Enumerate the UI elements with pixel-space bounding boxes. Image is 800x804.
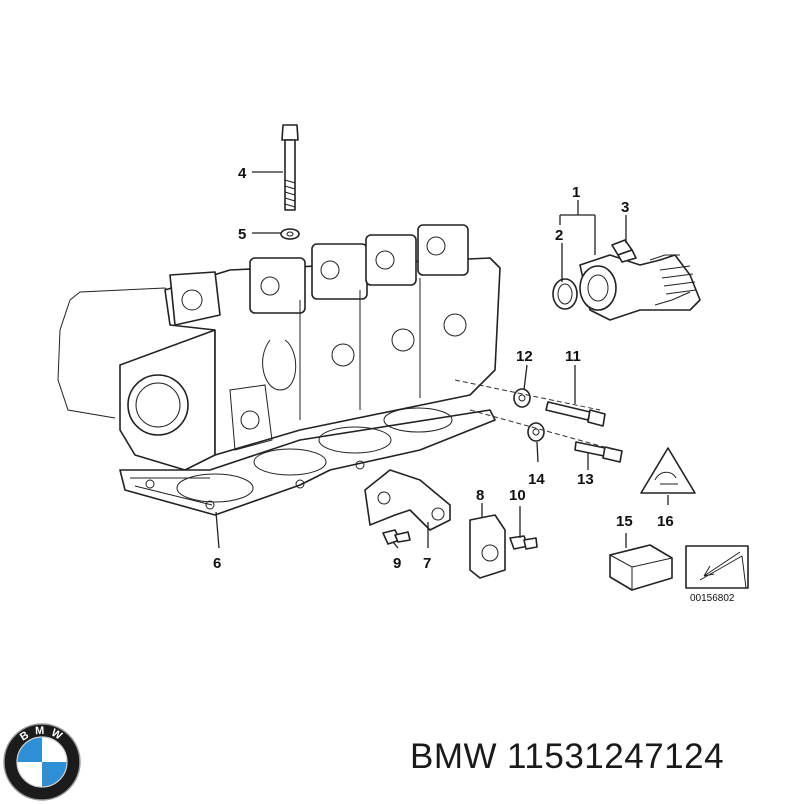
callout-15: 15	[616, 513, 633, 530]
callout-12: 12	[516, 348, 533, 365]
callout-7: 7	[423, 555, 431, 572]
temperature-sender	[545, 401, 606, 427]
head-bolt	[281, 124, 299, 211]
part-number: 11531247124	[507, 737, 725, 776]
callout-16: 16	[657, 513, 674, 530]
callout-13: 13	[577, 471, 594, 488]
warning-triangle-icon	[640, 447, 696, 494]
callout-9: 9	[393, 555, 401, 572]
logo-letter-w: W	[49, 727, 66, 744]
brand-name: BMW	[410, 737, 498, 776]
callout-10: 10	[509, 487, 526, 504]
reference-box	[685, 545, 749, 589]
cylinder-head	[57, 224, 501, 471]
callout-5: 5	[238, 226, 246, 243]
callout-11: 11	[565, 348, 581, 365]
callout-8: 8	[476, 487, 484, 504]
lifting-eye	[469, 514, 506, 579]
coolant-flange	[579, 254, 701, 321]
callout-14: 14	[528, 471, 545, 488]
callout-6: 6	[213, 555, 221, 572]
seal-ring-upper	[513, 388, 531, 408]
exploded-parts-diagram: 1 2 3 4 5 6 7 8 9 10 11 12 13 14 15 16 0…	[57, 124, 749, 604]
callout-labels: 1 2 3 4 5 6 7 8 9 10 11 12 13 14 15 16 0…	[213, 165, 735, 604]
head-gasket	[119, 407, 496, 516]
leader-lines	[215, 171, 669, 549]
callout-4: 4	[238, 165, 247, 182]
bracket-bolt	[382, 529, 411, 545]
flange-bolt	[611, 239, 637, 263]
callout-3: 3	[621, 199, 629, 216]
temperature-sensor	[574, 441, 623, 463]
lifting-eye-bolt	[509, 535, 538, 550]
callout-2: 2	[555, 227, 563, 244]
reference-code: 00156802	[690, 593, 735, 604]
o-ring	[552, 278, 578, 310]
engine-bracket	[364, 469, 451, 531]
logo-letter-m: M	[35, 725, 47, 737]
callout-1: 1	[572, 184, 580, 201]
seal-ring-lower	[527, 422, 545, 442]
washer	[280, 228, 300, 240]
sealant-package	[609, 544, 673, 591]
